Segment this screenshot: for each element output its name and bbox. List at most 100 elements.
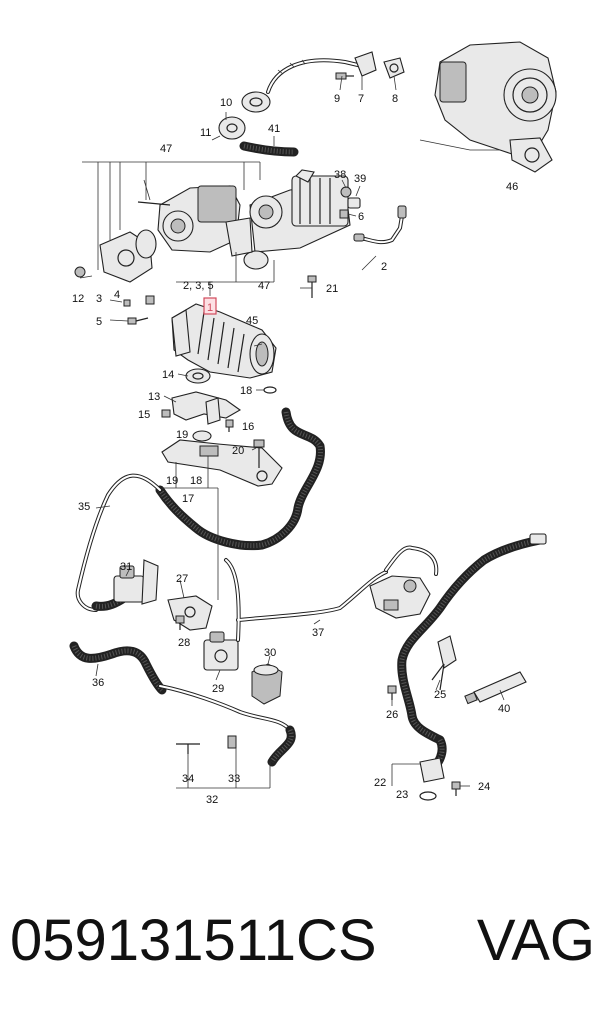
callout-8: 8	[392, 93, 398, 105]
callout-40: 40	[498, 703, 510, 715]
callout-29: 29	[212, 683, 224, 695]
o-ring-19	[192, 430, 212, 442]
callout-21: 21	[326, 283, 338, 295]
bolt-21	[307, 275, 317, 298]
callout-1: 1	[207, 302, 213, 314]
callout-39: 39	[354, 173, 366, 185]
callout-46: 46	[506, 181, 518, 193]
callout-36: 36	[92, 677, 104, 689]
screw-26	[387, 685, 397, 700]
bush-39	[347, 197, 361, 209]
screw-16	[225, 419, 234, 432]
callout-45: 45	[246, 315, 258, 327]
callout-3: 3	[96, 293, 102, 305]
callout-13: 13	[148, 391, 160, 403]
callout-30: 30	[264, 647, 276, 659]
bracket-7	[354, 51, 377, 77]
vacuum-hose-main	[155, 407, 325, 551]
callout-33: 33	[228, 773, 240, 785]
callout-34: 34	[182, 773, 194, 785]
callout-31: 31	[120, 561, 132, 573]
egr-valve-48	[137, 185, 253, 257]
leader-lines	[79, 75, 505, 789]
hose-36	[69, 641, 167, 695]
callout-28: 28	[178, 637, 190, 649]
pipe-32	[158, 684, 296, 767]
callout-47-lower: 47	[258, 280, 270, 292]
callout-23: 23	[396, 789, 408, 801]
callout-7: 7	[358, 93, 364, 105]
screws-3-4-5	[123, 295, 155, 325]
rubber-mount-30	[251, 663, 283, 705]
callout-2-3-5: 2, 3, 5	[183, 280, 214, 292]
gasket-8	[383, 57, 405, 79]
callout-38: 38	[334, 169, 346, 181]
callout-14: 14	[162, 369, 174, 381]
sensor-2	[353, 205, 407, 245]
plate-17	[161, 439, 283, 487]
callout-19: 19	[176, 429, 188, 441]
pipe-13	[171, 391, 242, 425]
intake-pipe-1	[171, 303, 277, 379]
nut-12	[74, 266, 86, 278]
egr-cooler	[243, 169, 351, 270]
o-ring-23	[419, 791, 437, 801]
callout-37: 37	[312, 627, 324, 639]
brand-name: VAG	[476, 907, 595, 973]
callout-9: 9	[334, 93, 340, 105]
callout-10: 10	[220, 97, 232, 109]
part-number: 059131511CS	[10, 907, 377, 973]
screw-28	[175, 615, 185, 630]
exhaust-pipe-upper	[266, 58, 364, 94]
callout-22: 22	[374, 777, 386, 789]
callout-16: 16	[242, 421, 254, 433]
solenoid-valve-31	[113, 559, 159, 605]
callout-47: 47	[160, 143, 172, 155]
callout-18-lower: 18	[190, 475, 202, 487]
valve-22	[419, 757, 445, 783]
flange-gasket-11	[218, 116, 246, 140]
gasket-14	[185, 368, 211, 384]
connector-33	[227, 735, 237, 749]
screw-15	[161, 409, 171, 418]
callout-32: 32	[206, 794, 218, 806]
sealant-tube-40	[464, 671, 527, 705]
callout-27: 27	[176, 573, 188, 585]
callout-17: 17	[182, 493, 194, 505]
clip-38	[340, 186, 352, 198]
bracket-27	[167, 595, 213, 631]
callout-5: 5	[96, 316, 102, 328]
callout-26: 26	[386, 709, 398, 721]
flange-gasket-10	[241, 91, 271, 113]
callout-15: 15	[138, 409, 150, 421]
callout-4: 4	[114, 289, 120, 301]
pipe-upper-right	[384, 545, 439, 576]
hose-41	[239, 141, 299, 157]
part-number-caption: 059131511CS VAG	[10, 900, 595, 980]
callout-6: 6	[358, 211, 364, 223]
flange-left	[99, 229, 157, 283]
callout-11: 11	[200, 127, 211, 139]
valve-assembly-right	[369, 575, 431, 619]
callout-2: 2	[381, 261, 387, 273]
callout-labels: 2 2, 3, 5 3 4 5 6 7 8 9 10 11 12 13 14 1…	[72, 93, 518, 806]
callout-25: 25	[434, 689, 446, 701]
solenoid-valve-29	[203, 631, 239, 671]
bracket-25	[431, 635, 457, 691]
screw-6	[339, 209, 349, 219]
callout-19-lower: 19	[166, 475, 178, 487]
hose-end-top-right	[529, 533, 547, 545]
callout-35: 35	[78, 501, 90, 513]
pipe-37	[224, 558, 388, 642]
turbocharger-46	[419, 41, 557, 173]
vacuum-hose-right	[397, 535, 545, 775]
callout-12: 12	[72, 293, 84, 305]
callout-20: 20	[232, 445, 244, 457]
t-piece-34	[176, 743, 200, 754]
callout-18: 18	[240, 385, 252, 397]
callout-41: 41	[268, 123, 280, 135]
screw-24	[451, 781, 461, 796]
exploded-parts-diagram: 1 2 2, 3, 5 3 4 5 6 7 8 9 10 11 12 13 14…	[69, 41, 557, 806]
highlight-box-1	[203, 297, 217, 315]
o-ring-18	[263, 386, 277, 394]
